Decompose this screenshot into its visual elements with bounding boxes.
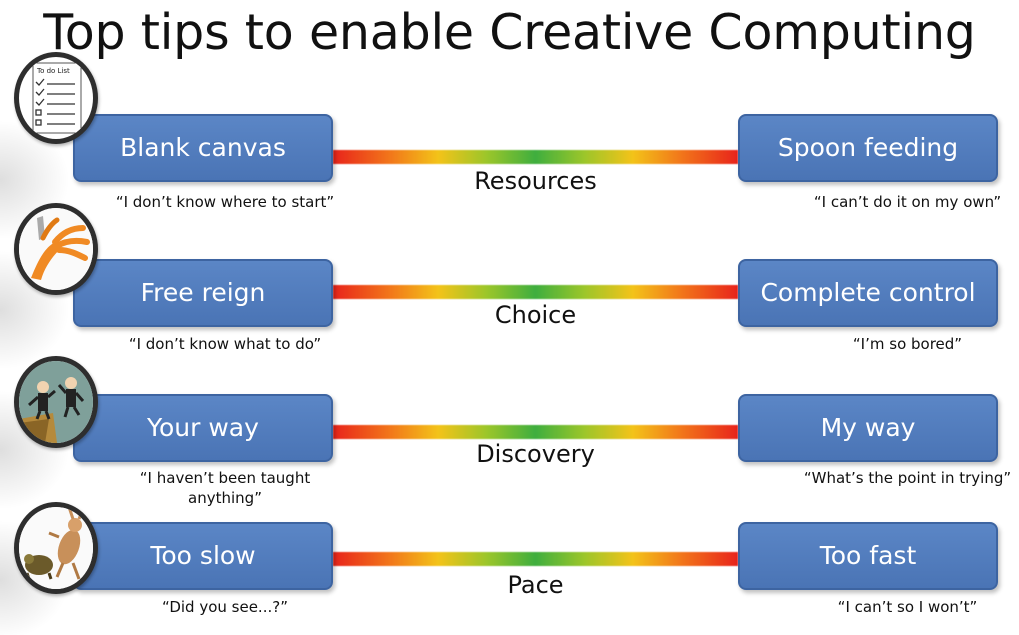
right-box-my-way: My way xyxy=(738,394,998,462)
left-box-free-reign: Free reign xyxy=(73,259,333,327)
right-box-spoon-feeding: Spoon feeding xyxy=(738,114,998,182)
center-label-discovery: Discovery xyxy=(476,440,595,468)
left-box-too-slow: Too slow xyxy=(73,522,333,590)
left-quote: “I haven’t been taught anything” xyxy=(139,469,311,507)
left-quote: “Did you see...?” xyxy=(162,598,288,616)
center-label-choice: Choice xyxy=(494,301,577,329)
tortoise-hare-icon xyxy=(14,502,98,594)
right-quote: “I can’t do it on my own” xyxy=(813,193,1002,211)
puppet-hand-icon xyxy=(14,203,98,295)
right-quote: “I can’t so I won’t” xyxy=(837,598,978,616)
left-box-your-way: Your way xyxy=(73,394,333,462)
right-box-complete-control: Complete control xyxy=(738,259,998,327)
spectrum-bar-pace xyxy=(333,552,738,566)
left-quote: “I don’t know where to start” xyxy=(115,193,335,211)
todo-list-icon: To do List xyxy=(14,52,98,144)
right-quote: “I’m so bored” xyxy=(852,335,963,353)
right-box-too-fast: Too fast xyxy=(738,522,998,590)
center-label-resources: Resources xyxy=(474,167,597,195)
svg-text:To do List: To do List xyxy=(36,67,70,75)
left-box-blank-canvas: Blank canvas xyxy=(73,114,333,182)
spectrum-bar-choice xyxy=(333,285,738,299)
right-quote: “What’s the point in trying” xyxy=(803,469,1012,487)
cliff-jump-icon xyxy=(14,356,98,448)
center-label-pace: Pace xyxy=(507,571,564,599)
spectrum-bar-resources xyxy=(333,150,738,164)
spectrum-bar-discovery xyxy=(333,425,738,439)
left-quote: “I don’t know what to do” xyxy=(128,335,322,353)
slide-title: Top tips to enable Creative Computing xyxy=(43,4,976,61)
